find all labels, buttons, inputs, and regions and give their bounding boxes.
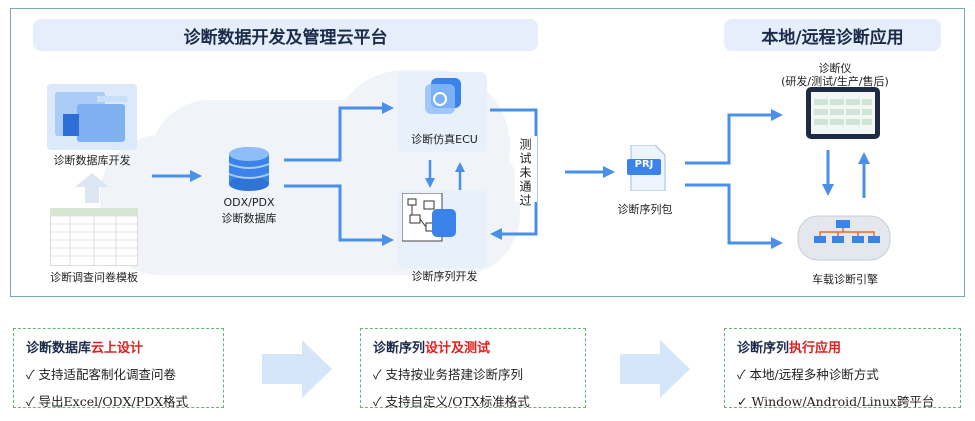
vehicle-engine-label: 车载诊断引擎 xyxy=(812,273,878,286)
feature-box-title: 诊断序列设计及测试 xyxy=(373,341,491,356)
flow-arrow-2 xyxy=(620,340,690,398)
feature-item: ✓ Window/Android/Linux跨平台 xyxy=(737,394,935,409)
tablet-icon xyxy=(806,87,880,139)
seq-pkg-label: 诊断序列包 xyxy=(617,203,673,216)
feature-item: ✓ 支持自定义/OTX标准格式 xyxy=(373,394,530,409)
db-dev-label: 诊断数据库开发 xyxy=(53,154,131,167)
test-fail-label: 测试未通过 xyxy=(518,138,532,208)
sequence-diagram-icon xyxy=(402,193,456,242)
feature-item: ✓ 本地/远程多种诊断方式 xyxy=(737,367,879,382)
odx-branch-arrows xyxy=(284,102,394,246)
vehicle-network-icon xyxy=(797,215,891,261)
database-icon xyxy=(228,147,270,191)
feature-box-db: 诊断数据库云上设计 ✓ 支持适配客制化调查问卷 ✓ 导出Excel/ODX/PD… xyxy=(13,328,224,409)
database-dev-illustration xyxy=(47,84,137,150)
ecu-sim-label: 诊断仿真ECU xyxy=(411,133,478,146)
prj-branch-arrows xyxy=(685,109,783,249)
header-local-remote: 本地/远程诊断应用 xyxy=(724,19,941,51)
stethoscope-icon xyxy=(425,78,461,114)
prj-file-icon xyxy=(627,145,666,191)
odx-label-line2: 诊断数据库 xyxy=(221,212,277,225)
ecu-seq-arrows xyxy=(425,160,465,190)
arrow-to-odx xyxy=(152,170,202,182)
header-cloud-platform: 诊断数据开发及管理云平台 xyxy=(33,19,538,51)
up-arrow-icon xyxy=(75,173,109,203)
odx-label-line1: ODX/PDX xyxy=(223,196,275,209)
feature-box-title: 诊断序列执行应用 xyxy=(737,341,842,356)
survey-template-label: 诊断调查问卷模板 xyxy=(50,271,138,284)
tester-label-line2: (研发/测试/生产/售后) xyxy=(781,75,889,88)
tester-vehicle-arrows xyxy=(822,150,870,198)
tester-label-line1: 诊断仪 xyxy=(818,62,852,75)
flow-arrow-1 xyxy=(262,340,332,398)
feature-item: ✓ 支持按业务搭建诊断序列 xyxy=(373,367,524,382)
feature-box-exec: 诊断序列执行应用 ✓ 本地/远程多种诊断方式 ✓ Window/Android/… xyxy=(724,328,961,409)
feature-item: ✓ 导出Excel/ODX/PDX格式 xyxy=(26,394,189,409)
test-fail-label-bg xyxy=(515,136,537,202)
arrow-to-prj xyxy=(565,166,615,178)
feature-box-title: 诊断数据库云上设计 xyxy=(26,341,144,356)
seq-dev-label: 诊断序列开发 xyxy=(411,270,478,283)
survey-template-image xyxy=(50,208,138,266)
feature-item: ✓ 支持适配客制化调查问卷 xyxy=(26,367,177,382)
feature-box-seq: 诊断序列设计及测试 ✓ 支持按业务搭建诊断序列 ✓ 支持自定义/OTX标准格式 xyxy=(360,328,586,409)
prj-text: PRJ xyxy=(634,159,654,170)
